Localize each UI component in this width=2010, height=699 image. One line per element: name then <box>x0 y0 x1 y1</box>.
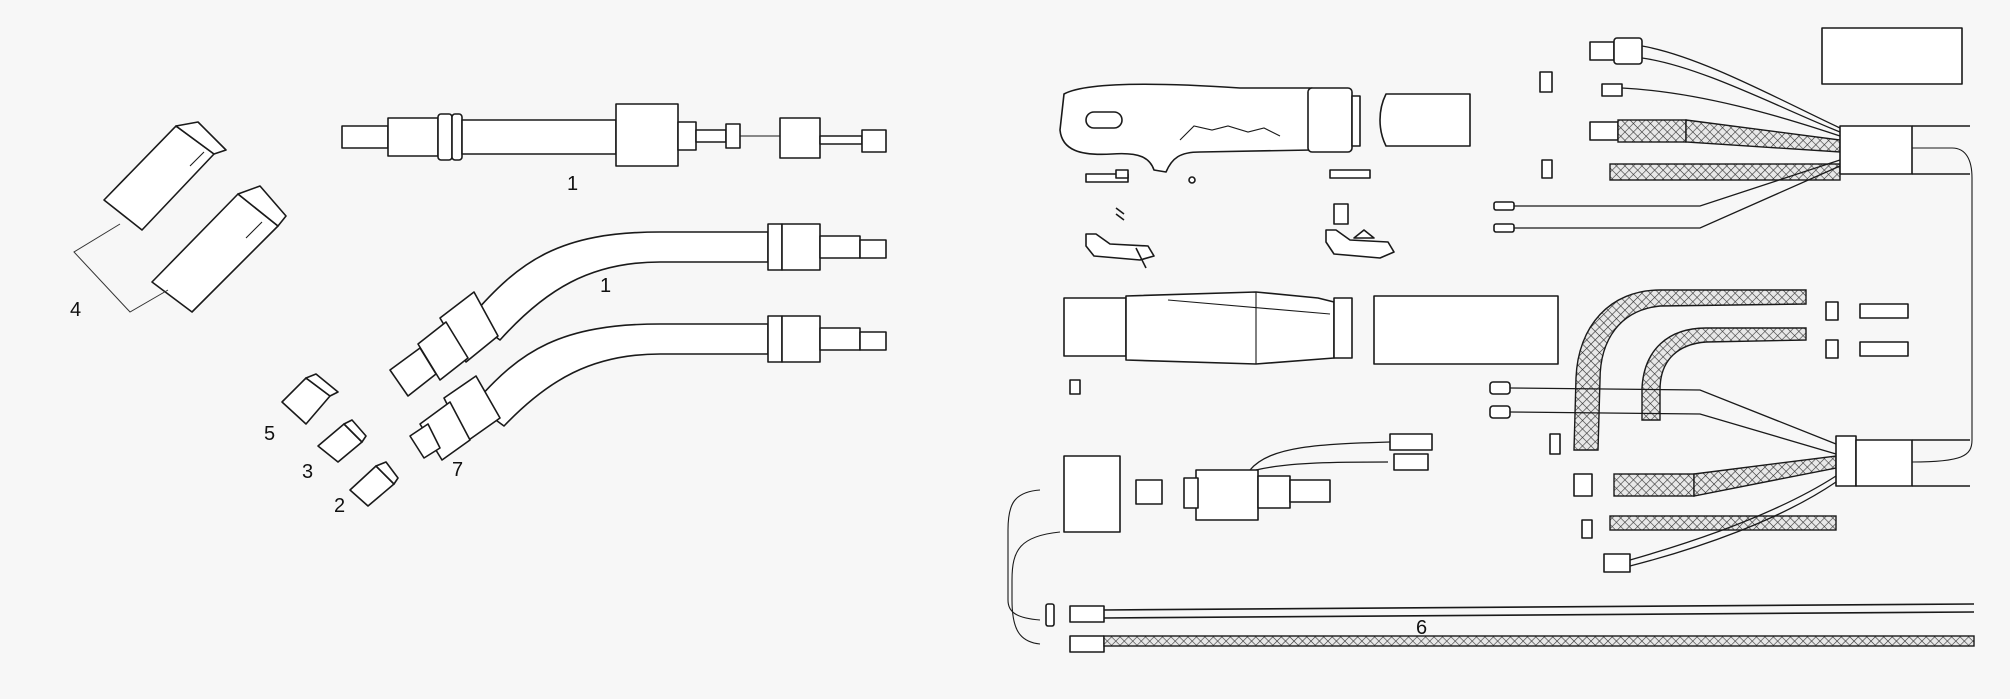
gooseneck-curved-1 <box>389 223 887 397</box>
handle-shell <box>1059 83 1471 173</box>
nozzle-pair <box>103 121 287 313</box>
euro-connector <box>1063 433 1433 533</box>
small-fitting-c <box>1825 301 1839 321</box>
small-fitting-a <box>1539 71 1553 93</box>
top-cable-bundle <box>1493 37 1970 233</box>
wire-liners <box>1007 489 1975 653</box>
tip-adapter <box>349 461 399 507</box>
spring-guard <box>1373 295 1559 365</box>
gooseneck-curved-7 <box>409 315 887 461</box>
small-fitting-f <box>1581 519 1593 539</box>
callout-4-leader <box>73 223 169 313</box>
callout-6: 6 <box>1416 617 1427 639</box>
top-spring <box>1821 27 1963 85</box>
handle-body <box>1063 291 1353 365</box>
small-fitting-e <box>1549 433 1561 455</box>
hose-nipple-a <box>1859 303 1909 319</box>
small-fitting-b <box>1541 159 1553 179</box>
gas-diffuser <box>281 373 339 425</box>
hose-nipple-b <box>1859 341 1909 357</box>
callout-3: 3 <box>302 461 313 483</box>
callout-2: 2 <box>334 495 345 517</box>
callout-7: 7 <box>452 459 463 481</box>
lower-cable-bundle <box>1489 289 1970 573</box>
callout-5: 5 <box>264 423 275 445</box>
gooseneck-straight <box>341 103 887 167</box>
callout-4: 4 <box>70 299 81 321</box>
callout-1-mid: 1 <box>600 275 611 297</box>
callout-1-top: 1 <box>567 173 578 195</box>
trigger-switch-alt <box>1325 169 1395 259</box>
cable-link-right <box>1911 147 1973 463</box>
contact-tip <box>317 419 367 463</box>
trigger-switch <box>1085 169 1155 269</box>
small-fitting-d <box>1825 339 1839 359</box>
